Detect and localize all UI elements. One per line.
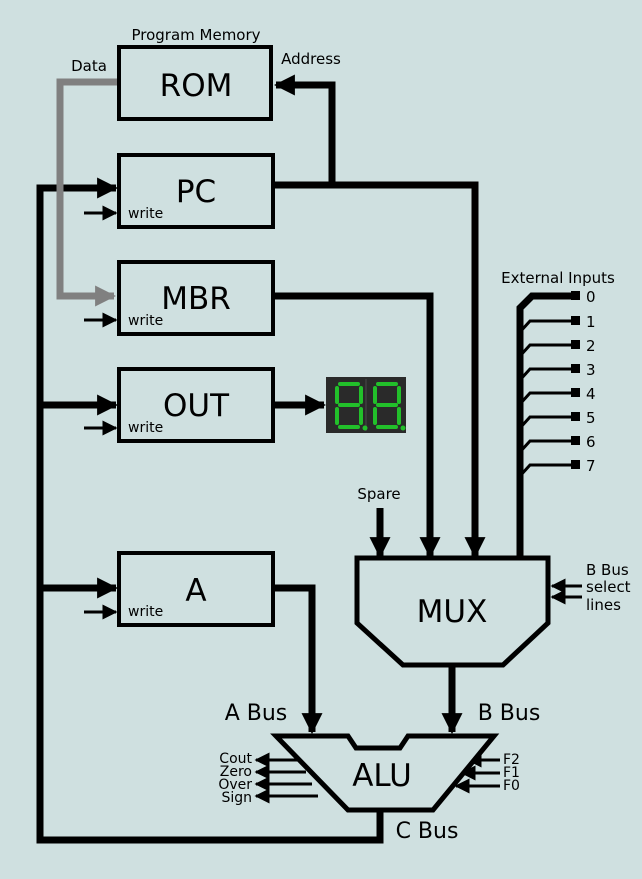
write-arrows — [84, 205, 118, 620]
external-bus-wire — [516, 292, 575, 556]
registers — [117, 45, 275, 627]
alu-function-f2: F2 — [503, 752, 520, 768]
pc-to-mux-wire — [274, 181, 486, 559]
alu-flag-sign: Sign — [221, 790, 252, 806]
alu-label: ALU — [352, 758, 412, 794]
external-input-3: 3 — [586, 361, 596, 379]
mbr-to-mux-wire — [274, 292, 441, 559]
external-inputs-title: External Inputs — [501, 269, 615, 287]
alu-flag-zero: Zero — [220, 764, 252, 780]
alu-flag-arrows — [254, 752, 318, 804]
alu-function-labels: F2 F1 F0 — [503, 752, 520, 794]
a-box — [117, 551, 275, 627]
data-label: Data — [71, 57, 107, 75]
a-label: A — [185, 573, 206, 609]
alu-flag-over: Over — [218, 777, 252, 793]
external-input-labels: 0 1 2 3 4 5 6 7 — [586, 288, 596, 475]
rom-data-wire — [56, 78, 118, 307]
mbr-box — [117, 260, 275, 336]
seven-segment-display — [326, 377, 406, 433]
mux-block — [354, 555, 551, 668]
external-input-7: 7 — [586, 457, 596, 475]
external-input-6: 6 — [586, 433, 596, 451]
b-bus-label: B Bus — [478, 701, 541, 726]
program-memory-label: Program Memory — [131, 26, 260, 44]
external-input-1: 1 — [586, 313, 596, 331]
alu-flag-labels: Cout Zero Over Sign — [218, 751, 252, 806]
a-to-alu-wire — [274, 584, 323, 735]
pc-address-wire — [273, 74, 336, 185]
alu-function-f0: F0 — [503, 778, 520, 794]
pc-label: PC — [176, 174, 216, 210]
a-write-label: write — [128, 604, 163, 620]
pc-box — [117, 153, 275, 229]
pc-write-label: write — [128, 206, 163, 222]
c-bus-label: C Bus — [396, 819, 459, 844]
out-write-label: write — [128, 420, 163, 436]
alu-flag-cout: Cout — [219, 751, 252, 767]
external-input-terminals — [571, 291, 580, 469]
mbr-label: MBR — [161, 281, 231, 317]
out-box — [117, 367, 275, 443]
external-input-4: 4 — [586, 385, 596, 403]
mux-select-label-1: B Bus — [586, 561, 629, 579]
mbr-write-label: write — [128, 313, 163, 329]
address-label: Address — [281, 50, 341, 68]
external-input-2: 2 — [586, 337, 596, 355]
mux-select-label-2: select — [586, 578, 631, 596]
external-input-0: 0 — [586, 288, 596, 306]
mux-select-arrows — [550, 578, 582, 605]
alu-function-f1: F1 — [503, 765, 520, 781]
rom-label: ROM — [160, 68, 233, 104]
mux-label: MUX — [417, 594, 488, 630]
mux-select-label-3: lines — [586, 596, 621, 614]
alu-block — [270, 733, 500, 813]
external-input-branches — [518, 319, 573, 478]
external-input-5: 5 — [586, 409, 596, 427]
spare-label: Spare — [357, 485, 400, 503]
wires — [36, 74, 575, 844]
c-bus-wire — [36, 177, 384, 844]
out-label: OUT — [163, 388, 230, 424]
a-bus-label: A Bus — [225, 701, 288, 726]
rom-box — [117, 45, 273, 121]
